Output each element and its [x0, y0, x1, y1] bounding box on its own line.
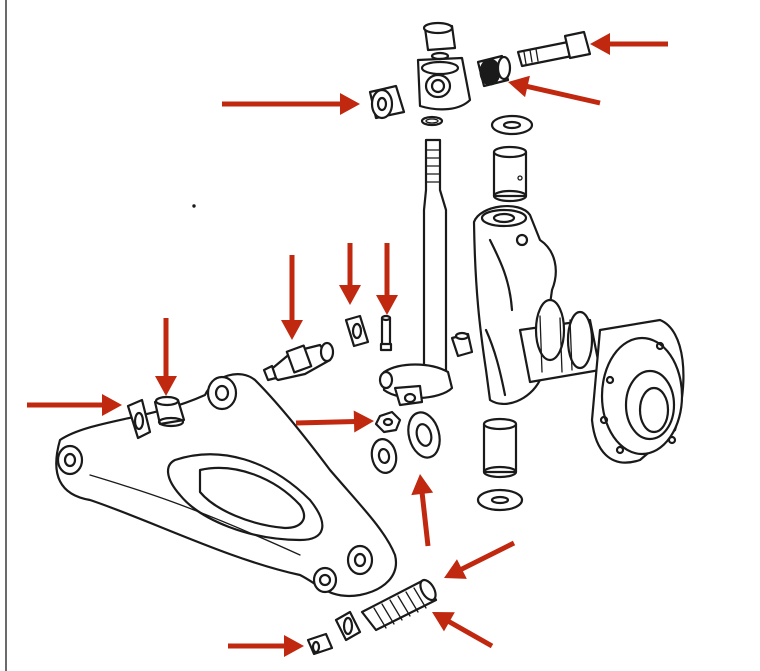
brake-bleed-fitting: [450, 331, 474, 358]
callout-arrow-shaft: [458, 540, 516, 573]
trunnion: [416, 21, 472, 111]
thrust-washer-lower: [476, 488, 524, 512]
callout-arrow-shaft: [419, 491, 431, 547]
pivot-pin-washer: [344, 314, 370, 348]
callout-arrow-head: [155, 376, 177, 396]
callout-arrow-head: [590, 33, 610, 55]
stray-ink-dot: [192, 204, 196, 208]
callout-arrow-2: [508, 75, 601, 106]
callout-arrow-head: [376, 295, 398, 315]
trunnion-bushing-left: [368, 84, 406, 120]
self-locking-nut: [374, 410, 402, 434]
lower-sleeve-bush: [482, 417, 518, 479]
callout-arrow-12: [432, 612, 494, 649]
grease-nipple-upper: [379, 314, 393, 352]
brake-hub-flange: [590, 318, 685, 464]
callout-arrow-head: [444, 559, 467, 579]
dust-shield-washer: [407, 411, 441, 459]
callout-arrow-7: [155, 318, 177, 396]
fulcrum-pin-nut: [334, 610, 362, 642]
arm-pivot-bushing: [153, 395, 186, 428]
callout-arrow-head: [284, 635, 304, 657]
callout-arrow-13: [228, 635, 304, 657]
plain-washer-small: [370, 438, 398, 474]
threaded-fulcrum-pin: [360, 578, 438, 632]
callout-arrow-head: [411, 474, 434, 496]
callout-arrow-3: [222, 93, 360, 115]
arm-pivot-washer: [126, 398, 152, 440]
callout-arrow-11: [444, 540, 516, 579]
callout-arrow-head: [508, 75, 530, 98]
trunnion-bushing-right: [476, 54, 512, 88]
callout-arrow-shaft: [295, 418, 357, 426]
upper-sleeve-bush: [492, 145, 528, 203]
callout-arrow-shaft: [446, 618, 494, 649]
kingpin: [378, 138, 454, 407]
callout-arrow-4: [281, 255, 303, 340]
trunnion-bolt: [516, 30, 592, 68]
callout-arrow-head: [353, 410, 374, 433]
thrust-washer-upper: [490, 114, 534, 136]
callout-arrow-5: [339, 243, 361, 305]
callout-arrow-10: [411, 474, 434, 547]
callout-arrow-1: [590, 33, 668, 55]
callout-arrow-head: [339, 285, 361, 305]
callout-arrow-head: [102, 394, 122, 416]
grease-nipple-lower: [306, 632, 334, 656]
callout-arrow-head: [281, 320, 303, 340]
callout-arrow-shaft: [524, 83, 601, 106]
callout-arrow-8: [27, 394, 122, 416]
callout-arrow-head: [432, 612, 455, 632]
callout-arrow-head: [340, 93, 360, 115]
oring-seal: [420, 115, 444, 127]
callout-arrow-9: [295, 410, 374, 433]
callout-arrow-6: [376, 243, 398, 315]
callout-arrows: [27, 33, 668, 657]
pivot-pin: [262, 341, 335, 382]
